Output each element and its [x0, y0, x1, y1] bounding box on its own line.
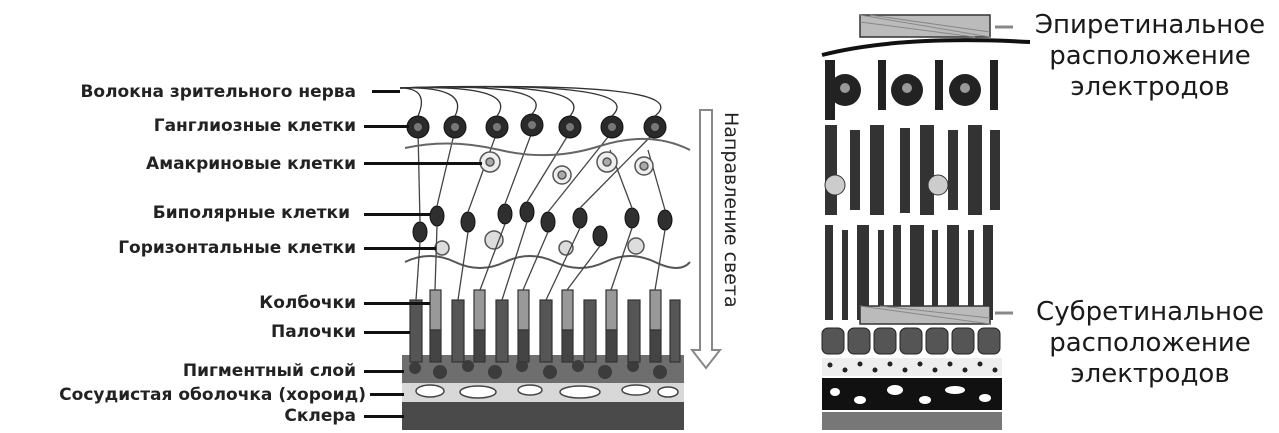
right-choroid-layer	[822, 378, 1002, 410]
sub-line2: расположение	[1024, 328, 1276, 359]
photoreceptors	[410, 290, 680, 362]
label-horizontal-cells: Горизонтальные клетки	[0, 238, 356, 258]
leader-choroid	[370, 393, 404, 396]
label-amacrine-cells: Амакриновые клетки	[0, 154, 356, 174]
ganglion-cells	[407, 114, 666, 138]
right-pigment-layer	[822, 328, 1000, 354]
outer-plexiform	[405, 256, 690, 268]
inner-limiting-membrane	[822, 40, 1030, 55]
epiretinal-label: Эпиретинальное расположение электродов	[1024, 10, 1276, 103]
leader-bipolar-cells	[364, 213, 430, 216]
subretinal-label: Субретинальное расположение электродов	[1024, 297, 1276, 390]
inner-plexiform	[405, 139, 690, 155]
sub-line3: электродов	[1024, 359, 1276, 390]
label-cones: Колбочки	[0, 293, 356, 313]
leader-horizontal-cells	[364, 247, 436, 250]
leader-pigment-layer	[364, 370, 404, 373]
right-choroid-dots	[822, 358, 1002, 376]
leader-rods	[364, 331, 410, 334]
label-bipolar-cells: Биполярные клетки	[0, 203, 350, 223]
leader-ganglion-cells	[364, 125, 409, 128]
leader-sclera	[364, 415, 404, 418]
label-ganglion-cells: Ганглиозные клетки	[0, 116, 356, 136]
label-optic-nerve-fibers: Волокна зрительного нерва	[0, 82, 356, 102]
optic-nerve-fibers	[400, 87, 661, 116]
amacrine-cells	[480, 152, 653, 184]
label-choroid: Сосудистая оболочка (хороид)	[0, 385, 366, 405]
epi-line2: расположение	[1024, 41, 1276, 72]
light-direction-label: Направление света	[720, 112, 742, 308]
light-direction-arrow	[692, 110, 720, 368]
leader-cones	[364, 302, 430, 305]
epi-line1: Эпиретинальное	[1024, 10, 1276, 41]
right-sclera	[822, 412, 1002, 430]
label-sclera: Склера	[0, 406, 356, 426]
sub-line1: Субретинальное	[1024, 297, 1276, 328]
epi-line3: электродов	[1024, 72, 1276, 103]
leader-amacrine-cells	[364, 162, 482, 165]
sclera-layer	[402, 400, 684, 430]
leader-optic-nerve-fibers	[372, 90, 400, 93]
label-pigment-layer: Пигментный слой	[0, 361, 356, 381]
label-rods: Палочки	[0, 322, 356, 342]
